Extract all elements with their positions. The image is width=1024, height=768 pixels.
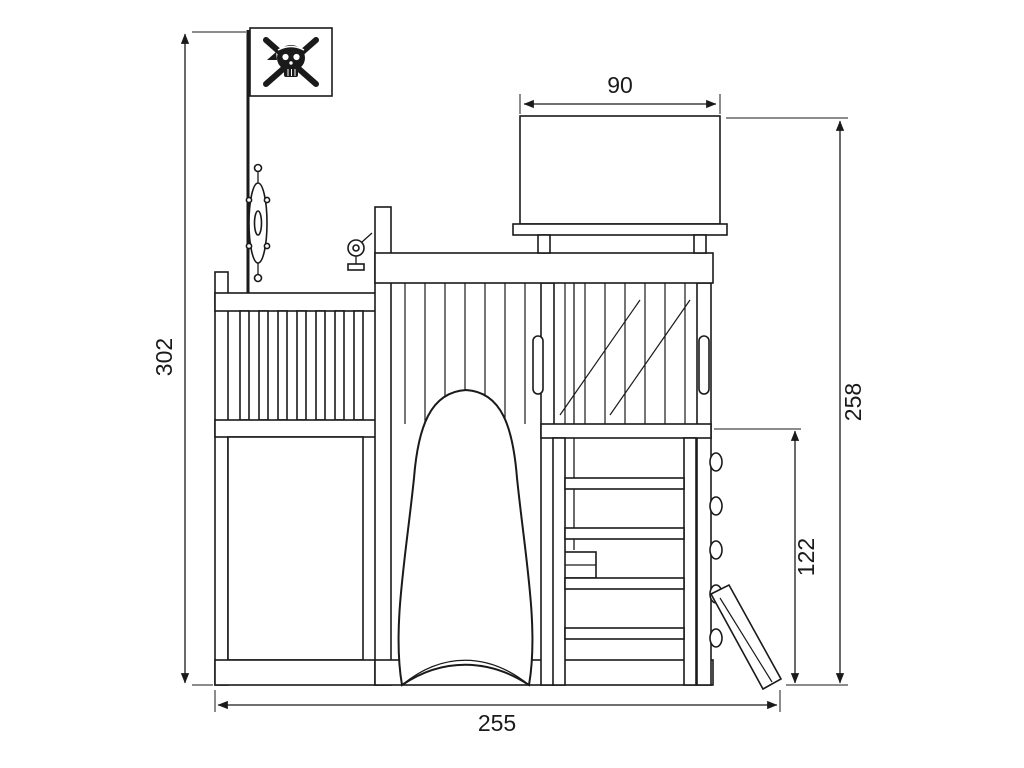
ladder-rung — [564, 577, 685, 590]
balcony-mid-rail — [214, 419, 378, 438]
roof-post-left — [537, 234, 551, 254]
roof-underside — [512, 223, 728, 236]
roof-post-right — [693, 234, 707, 254]
roof-panel — [519, 115, 721, 225]
dimension-label-overall-height: 302 — [151, 338, 177, 376]
ladder-rung — [564, 627, 685, 640]
cross-brace — [609, 299, 691, 416]
dimension-label-roof-width: 90 — [607, 72, 633, 98]
ladder-stringer-right — [683, 437, 697, 686]
dimension-label-platform-height: 122 — [793, 538, 819, 576]
dimension-overall-height: 302 — [151, 31, 246, 686]
ladder-rung — [564, 477, 685, 490]
wall-slats-right — [559, 283, 691, 424]
dimension-platform-height: 122 — [714, 428, 819, 684]
dimension-label-tower-height: 258 — [840, 383, 866, 421]
ship-wheel — [245, 163, 271, 283]
telescope-icon — [347, 232, 373, 271]
roof-canopy — [512, 115, 728, 254]
balcony-left-post — [214, 271, 229, 686]
balcony-panel — [227, 436, 364, 661]
dimension-label-overall-width: 255 — [478, 710, 516, 736]
dimension-overall-width: 255 — [214, 690, 781, 736]
ladder-stringer-left — [552, 437, 566, 686]
slide-lip — [401, 659, 530, 686]
slide — [397, 388, 534, 687]
ladder — [552, 437, 697, 686]
grab-handles — [532, 335, 710, 395]
dimension-roof-width: 90 — [519, 72, 721, 114]
pirate-flag-assembly — [246, 27, 333, 295]
balcony-base — [214, 659, 378, 686]
climbing-ramp — [709, 583, 783, 691]
balcony-top-rail — [214, 292, 378, 312]
cross-brace — [559, 299, 641, 416]
dimension-tower-height: 258 — [726, 117, 866, 686]
left-balcony — [214, 271, 378, 686]
platform-deck — [540, 423, 712, 439]
skull-crossbones-icon — [263, 37, 319, 87]
balcony-balusters — [239, 310, 364, 421]
ladder-rung — [564, 527, 685, 540]
top-beam — [374, 252, 714, 284]
